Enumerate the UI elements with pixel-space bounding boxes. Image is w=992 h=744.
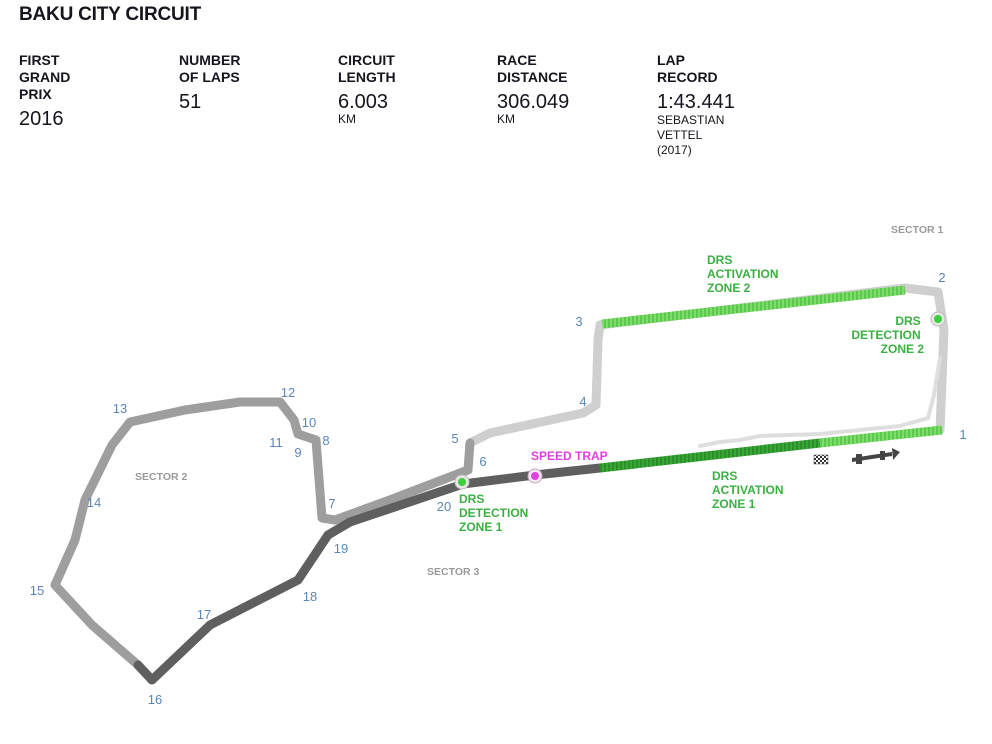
corner-label: 6 — [479, 454, 486, 469]
stat-value: 306.049 — [497, 91, 570, 113]
stat-unit: KM — [497, 112, 515, 126]
pit-lane — [698, 356, 942, 448]
corner-label: 19 — [334, 541, 348, 556]
drs-detection-zone-2-label: DRS DETECTION ZONE 2 — [851, 314, 924, 356]
race-car-icon — [852, 448, 900, 464]
drs-detection-dot-2 — [934, 315, 942, 323]
corner-label: 14 — [87, 495, 101, 510]
stat-number-of-laps: NUMBER OF LAPS 51 — [179, 52, 240, 113]
stat-value: 2016 — [19, 108, 64, 130]
stat-label: RACE DISTANCE — [497, 52, 568, 85]
drs-activation-zone-1-label: DRS ACTIVATION ZONE 1 — [712, 469, 787, 511]
stat-lap-record: LAP RECORD 1:43.441 SEBASTIAN VETTEL (20… — [657, 52, 735, 158]
drs-zone-2-track — [601, 285, 906, 329]
corner-label: 17 — [197, 607, 211, 622]
stat-race-distance: RACE DISTANCE 306.049 KM — [497, 52, 569, 126]
corner-label: 13 — [113, 401, 127, 416]
corner-label: 1 — [959, 427, 966, 442]
stat-first-grand-prix: FIRST GRAND PRIX 2016 — [19, 52, 70, 130]
corner-label: 12 — [281, 385, 295, 400]
sector-3-label: SECTOR 3 — [427, 566, 479, 578]
stat-unit: KM — [338, 112, 356, 126]
stat-lap-record-holder: SEBASTIAN VETTEL (2017) — [657, 113, 725, 157]
track-sector-3 — [133, 463, 605, 685]
stat-label: LAP RECORD — [657, 52, 718, 85]
drs-activation-zone-2-label: DRS ACTIVATION ZONE 2 — [707, 253, 782, 295]
corner-label: 11 — [269, 435, 283, 450]
corner-label: 7 — [328, 496, 335, 511]
corner-label: 18 — [303, 589, 317, 604]
speed-trap-label: SPEED TRAP — [531, 449, 608, 463]
sector-1-label: SECTOR 1 — [891, 224, 943, 236]
stat-label: FIRST GRAND PRIX — [19, 52, 71, 102]
stat-label: NUMBER OF LAPS — [179, 52, 241, 85]
corner-label: 8 — [322, 433, 329, 448]
sector-2-label: SECTOR 2 — [135, 471, 187, 483]
corner-label: 9 — [294, 445, 301, 460]
drs-zone-1-extension — [819, 425, 943, 448]
corner-label: 15 — [30, 583, 44, 598]
speed-trap-dot — [531, 472, 539, 480]
drs-detection-zone-1-label: DRS DETECTION ZONE 1 — [459, 492, 532, 534]
stat-label: CIRCUIT LENGTH — [338, 52, 396, 85]
stat-value: 6.003 — [338, 91, 389, 113]
circuit-title: BAKU CITY CIRCUIT — [19, 4, 202, 25]
corner-label: 10 — [302, 415, 316, 430]
drs-zone-1-track — [599, 438, 821, 473]
drs-detection-dot-1 — [458, 478, 466, 486]
track-sector-2 — [50, 397, 475, 670]
corner-label: 4 — [579, 394, 586, 409]
corner-label: 5 — [451, 431, 458, 446]
corner-label: 20 — [437, 499, 451, 514]
stat-circuit-length: CIRCUIT LENGTH 6.003 KM — [338, 52, 396, 126]
checkered-flag-icon — [813, 454, 829, 465]
corner-label: 16 — [148, 692, 162, 707]
stat-value: 1:43.441 — [657, 91, 735, 113]
corner-label: 2 — [938, 270, 945, 285]
corner-label: 3 — [575, 314, 582, 329]
track-sector-1 — [465, 283, 949, 448]
stat-value: 51 — [179, 91, 202, 113]
